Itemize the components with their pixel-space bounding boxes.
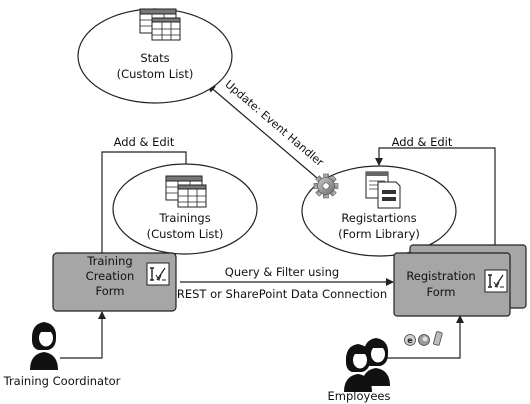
registration-form-line1: Registration: [406, 269, 475, 283]
person-icon: [30, 322, 58, 370]
stats-subtitle: (Custom List): [117, 67, 194, 81]
node-trainings[interactable]: Trainings (Custom List): [112, 163, 258, 255]
registrations-title: Registartions: [341, 211, 416, 225]
label-add-edit-right: Add & Edit: [392, 135, 453, 149]
actor-employees: Employees: [328, 389, 391, 403]
label-query-line2: REST or SharePoint Data Connection: [177, 287, 387, 301]
firefox-browser-icon: [418, 334, 430, 346]
edge-employees-to-form: [375, 315, 464, 359]
edge-update-event-handler: [207, 84, 318, 179]
node-registration-form[interactable]: Registration Form: [393, 244, 527, 317]
registration-form-line2: Form: [427, 285, 456, 299]
browser-icons: e: [404, 331, 443, 346]
label-update-event-handler: Update: Event Handler: [222, 78, 326, 170]
node-training-creation-form[interactable]: Training Creation Form: [52, 252, 177, 312]
gear-icon: [313, 173, 339, 199]
edge-coordinator-to-form: [60, 311, 106, 359]
svg-text:e: e: [407, 336, 413, 345]
trainings-subtitle: (Custom List): [147, 227, 224, 241]
edge-add-edit-right: [375, 147, 496, 245]
custom-list-icon: [165, 175, 207, 208]
person-icon: [344, 344, 372, 392]
registrations-subtitle: (Form Library): [338, 227, 420, 241]
infopath-form-icon: [484, 269, 508, 293]
custom-list-icon: [139, 8, 181, 41]
edge-add-edit-left: [101, 151, 190, 253]
trainings-title: Trainings: [158, 211, 210, 225]
label-query-line1: Query & Filter using: [225, 265, 339, 279]
ie-browser-icon: e: [404, 334, 416, 346]
training-form-line3: Form: [96, 284, 125, 298]
mobile-device-icon: [433, 331, 443, 346]
infopath-form-icon: [146, 262, 170, 286]
training-form-line2: Creation: [86, 269, 135, 283]
actor-training-coordinator: Training Coordinator: [3, 374, 121, 388]
label-add-edit-left: Add & Edit: [114, 135, 175, 149]
training-form-line1: Training: [86, 254, 132, 268]
node-stats[interactable]: Stats (Custom List): [77, 8, 233, 104]
stats-title: Stats: [140, 51, 169, 65]
node-registrations[interactable]: Registartions (Form Library): [301, 165, 457, 257]
form-library-icon: [365, 171, 401, 209]
